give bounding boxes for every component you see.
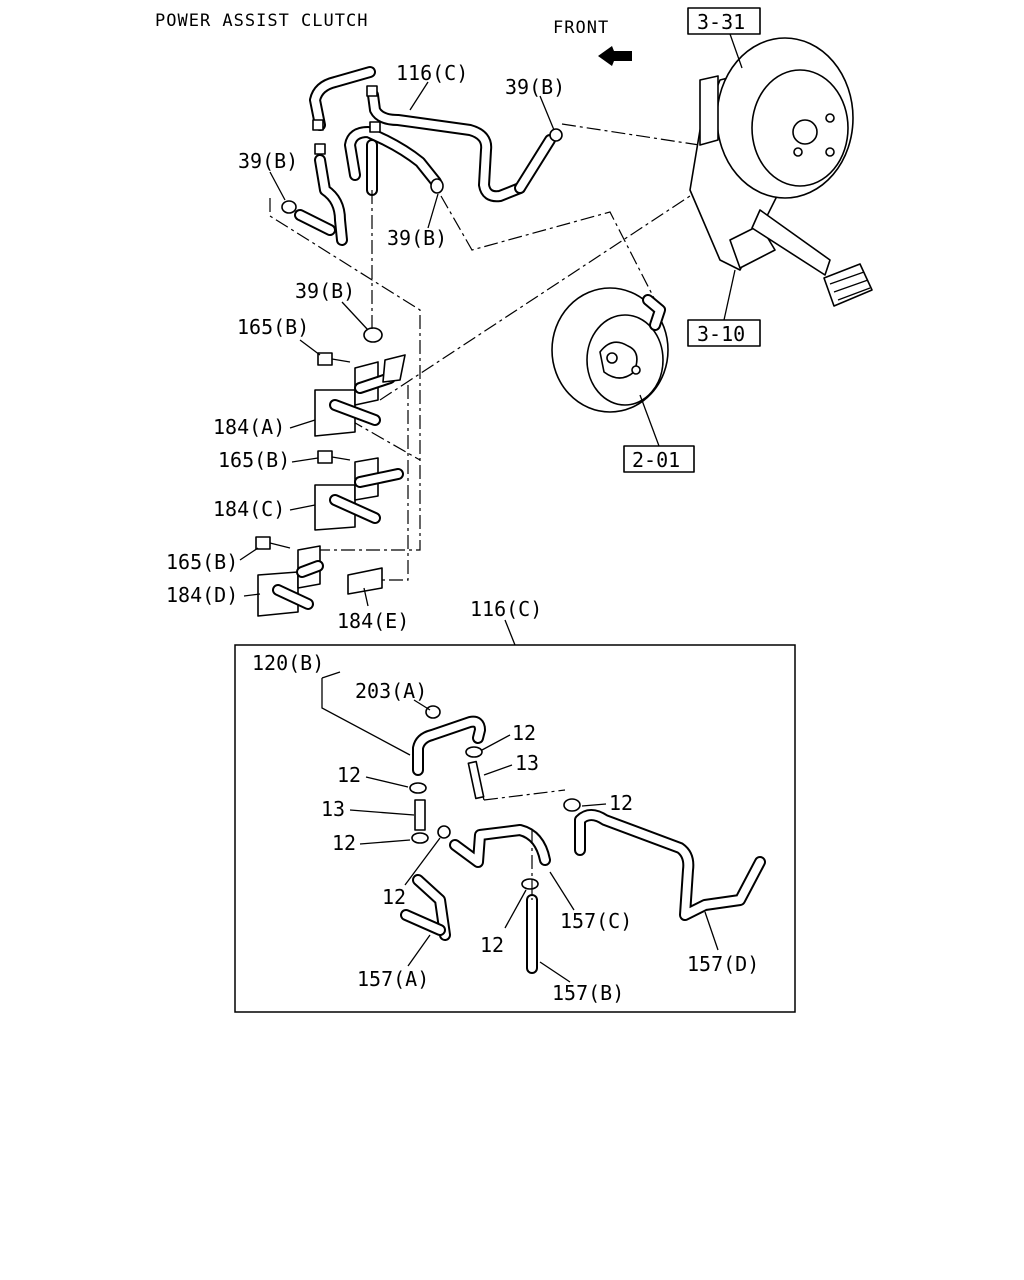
bracket-184c-icon	[314, 457, 404, 531]
detail-frame	[234, 644, 796, 1013]
label-116c-detail: 116(C)	[470, 597, 542, 621]
upper-hose-assembly	[281, 66, 563, 343]
bolt-icon	[255, 352, 351, 550]
label-184e: 184(E)	[337, 609, 409, 633]
front-arrow-icon	[598, 46, 632, 66]
ref-3-10: 3-10	[697, 322, 745, 346]
ref-box	[623, 445, 695, 473]
label-39b-c: 39(B)	[387, 226, 447, 250]
booster-pedal-assembly-icon	[689, 37, 873, 307]
bracket-184e-icon	[347, 567, 383, 595]
label-184a: 184(A)	[213, 415, 285, 439]
label-157d: 157(D)	[687, 952, 759, 976]
bracket-184a-icon	[314, 354, 406, 437]
label-116c-top: 116(C)	[396, 61, 468, 85]
label-165b-a: 165(B)	[237, 315, 309, 339]
label-12-a: 12	[512, 721, 536, 745]
label-39b-d: 39(B)	[295, 279, 355, 303]
front-label: FRONT	[553, 18, 609, 38]
ref-box	[687, 319, 761, 347]
label-12-d: 12	[382, 885, 406, 909]
master-cylinder-icon	[551, 287, 669, 413]
label-12-c: 12	[332, 831, 356, 855]
label-165b-c: 165(B)	[166, 550, 238, 574]
bracket-184d-icon	[257, 545, 324, 617]
label-13-a: 13	[515, 751, 539, 775]
ref-box	[687, 7, 761, 35]
label-12-e: 12	[609, 791, 633, 815]
label-203a: 203(A)	[355, 679, 427, 703]
clamp-icon	[409, 782, 427, 794]
label-12-f: 12	[480, 933, 504, 957]
clip-icon	[281, 200, 297, 214]
label-120b: 120(B)	[252, 651, 324, 675]
label-39b-a: 39(B)	[505, 75, 565, 99]
label-12-b: 12	[337, 763, 361, 787]
label-165b-b: 165(B)	[218, 448, 290, 472]
label-13-b: 13	[321, 797, 345, 821]
detail-hose-assembly	[400, 705, 766, 974]
label-157a: 157(A)	[357, 967, 429, 991]
label-157c: 157(C)	[560, 909, 632, 933]
label-184d: 184(D)	[166, 583, 238, 607]
diagram-title: POWER ASSIST CLUTCH	[155, 11, 368, 31]
ref-3-31: 3-31	[697, 10, 745, 34]
label-39b-b: 39(B)	[238, 149, 298, 173]
ref-2-01: 2-01	[632, 448, 680, 472]
label-157b: 157(B)	[552, 981, 624, 1005]
label-184c: 184(C)	[213, 497, 285, 521]
